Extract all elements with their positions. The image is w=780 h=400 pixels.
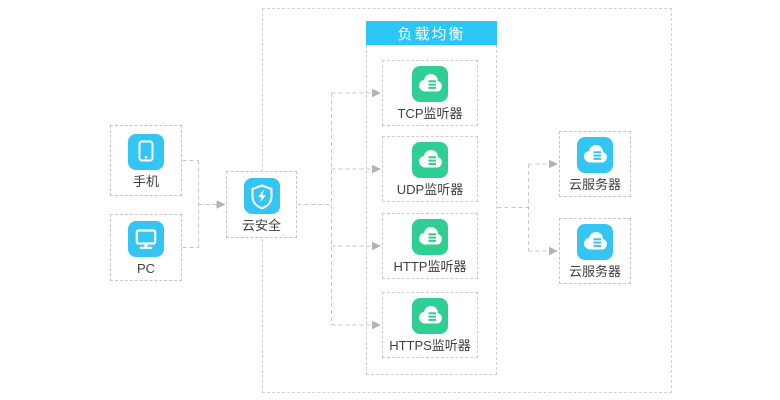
node-cloud-server-2: 云服务器 [559, 218, 631, 284]
shield-lightning-icon [243, 177, 280, 214]
node-cloud-security: 云安全 [226, 171, 297, 238]
node-label: UDP监听器 [396, 182, 464, 197]
node-label: HTTPS监听器 [389, 338, 471, 353]
arrowheads [216, 88, 558, 330]
cloud-server-icon [412, 142, 448, 178]
cloud-server-icon [412, 298, 448, 334]
node-label: TCP监听器 [397, 106, 463, 121]
mobile-icon [128, 133, 164, 170]
node-label: HTTP监听器 [393, 259, 467, 274]
node-label: PC [136, 260, 156, 276]
load-balancer-header: 负载均衡 [366, 21, 497, 45]
cloud-server-icon [577, 224, 613, 260]
cloud-server-icon [577, 137, 613, 173]
node-mobile: 手机 [110, 125, 182, 196]
load-balancer-title: 负载均衡 [397, 25, 466, 43]
node-label: 手机 [132, 173, 159, 189]
cloud-server-icon [412, 219, 448, 255]
node-http-listener: HTTP监听器 [382, 213, 478, 279]
node-label: 云服务器 [568, 264, 621, 279]
node-pc: PC [110, 214, 182, 281]
node-https-listener: HTTPS监听器 [382, 292, 478, 358]
node-label: 云安全 [241, 217, 281, 233]
pc-icon [128, 220, 164, 257]
node-cloud-server-1: 云服务器 [559, 131, 631, 197]
node-tcp-listener: TCP监听器 [382, 60, 478, 126]
node-udp-listener: UDP监听器 [382, 136, 478, 202]
node-label: 云服务器 [568, 177, 621, 192]
cloud-server-icon [412, 66, 448, 102]
load-balancer-boundary [366, 45, 497, 375]
